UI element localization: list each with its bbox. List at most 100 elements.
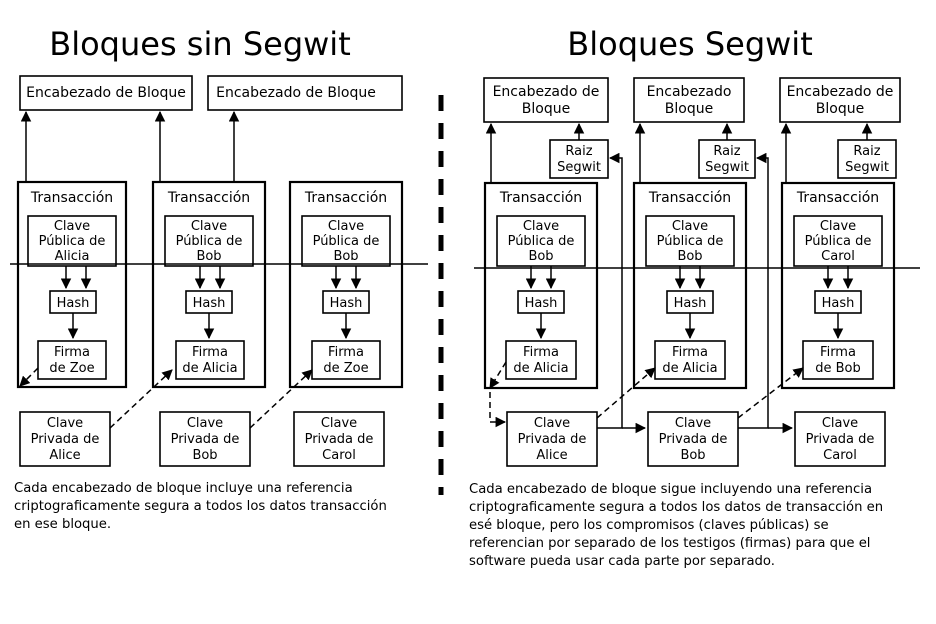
right-header-2: Encabezado Bloque: [633, 77, 745, 123]
svg-text:Pública de: Pública de: [176, 234, 243, 249]
svg-text:Pública de: Pública de: [657, 234, 724, 249]
svg-text:Carol: Carol: [322, 448, 356, 463]
svg-text:Carol: Carol: [823, 448, 857, 463]
right-caption-line-4: referencian por separado de los testigos…: [469, 536, 870, 551]
svg-text:Privada de: Privada de: [305, 432, 374, 447]
svg-text:de Alicia: de Alicia: [662, 361, 717, 376]
svg-text:Clave: Clave: [191, 219, 227, 234]
right-segwit-root-3: Raiz Segwit: [837, 139, 897, 179]
svg-text:de Zoe: de Zoe: [323, 361, 368, 376]
svg-text:Bob: Bob: [528, 249, 553, 264]
svg-text:Hash: Hash: [193, 296, 226, 311]
svg-text:Clave: Clave: [672, 219, 708, 234]
svg-text:Firma: Firma: [672, 345, 708, 360]
right-header-3: Encabezado de Bloque: [779, 77, 901, 123]
svg-text:Transacción: Transacción: [304, 190, 387, 206]
svg-text:Bob: Bob: [677, 249, 702, 264]
left-private-key-2: Clave Privada de Bob: [159, 411, 251, 467]
left-caption-line-1: Cada encabezado de bloque incluye una re…: [14, 481, 353, 496]
left-transaction-2: Transacción Clave Pública de Bob Hash Fi…: [151, 180, 267, 389]
right-transaction-1: Transacción Clave Pública de Bob Hash Fi…: [483, 181, 599, 390]
right-title: Bloques Segwit: [567, 25, 812, 63]
right-private-key-1: Clave Privada de Alice: [506, 411, 598, 467]
svg-text:Transacción: Transacción: [499, 190, 582, 206]
svg-text:Clave: Clave: [820, 219, 856, 234]
svg-text:Bloque: Bloque: [522, 101, 570, 117]
svg-text:Encabezado de: Encabezado de: [493, 84, 600, 100]
svg-text:Firma: Firma: [523, 345, 559, 360]
svg-text:Transacción: Transacción: [30, 190, 113, 206]
svg-text:Segwit: Segwit: [705, 160, 749, 175]
right-caption-line-1: Cada encabezado de bloque sigue incluyen…: [469, 482, 872, 497]
left-transaction-1: Transacción Clave Pública de Alicia Hash…: [16, 180, 128, 389]
svg-text:Clave: Clave: [187, 416, 223, 431]
right-private-key-3: Clave Privada de Carol: [794, 411, 886, 467]
right-segwit-root-2: Raiz Segwit: [698, 139, 756, 179]
svg-text:Carol: Carol: [821, 249, 855, 264]
svg-text:Hash: Hash: [525, 296, 558, 311]
right-transaction-2: Transacción Clave Pública de Bob Hash Fi…: [632, 181, 748, 390]
left-private-key-3: Clave Privada de Carol: [293, 411, 385, 467]
right-private-key-2: Clave Privada de Bob: [647, 411, 739, 467]
svg-text:Hash: Hash: [674, 296, 707, 311]
svg-text:Privada de: Privada de: [659, 432, 728, 447]
svg-text:Alicia: Alicia: [55, 249, 90, 264]
svg-text:Encabezado de: Encabezado de: [787, 84, 894, 100]
svg-text:Clave: Clave: [534, 416, 570, 431]
left-caption-line-3: en ese bloque.: [14, 517, 111, 532]
right-caption-line-3: esé bloque, pero los compromisos (claves…: [469, 517, 829, 533]
left-header-1: [19, 75, 193, 111]
svg-text:Bloque: Bloque: [816, 101, 864, 117]
svg-text:Privada de: Privada de: [31, 432, 100, 447]
svg-text:Alice: Alice: [536, 448, 567, 463]
svg-text:Firma: Firma: [192, 345, 228, 360]
svg-text:Clave: Clave: [523, 219, 559, 234]
svg-text:Raiz: Raiz: [853, 144, 880, 159]
svg-text:Transacción: Transacción: [167, 190, 250, 206]
svg-text:Bob: Bob: [333, 249, 358, 264]
right-caption-line-2: criptograficamente segura a todos los da…: [469, 499, 883, 515]
svg-text:Raiz: Raiz: [713, 144, 740, 159]
svg-text:Firma: Firma: [328, 345, 364, 360]
svg-text:Bob: Bob: [192, 448, 217, 463]
svg-text:Privada de: Privada de: [171, 432, 240, 447]
svg-text:Clave: Clave: [47, 416, 83, 431]
left-header-2-label: Encabezado de Bloque: [216, 85, 376, 101]
svg-text:Clave: Clave: [675, 416, 711, 431]
svg-text:Pública de: Pública de: [805, 234, 872, 249]
svg-text:de Alicia: de Alicia: [513, 361, 568, 376]
left-header-2: [207, 75, 403, 111]
left-title: Bloques sin Segwit: [49, 25, 350, 63]
svg-text:de Bob: de Bob: [815, 361, 861, 376]
svg-text:Privada de: Privada de: [806, 432, 875, 447]
svg-text:Segwit: Segwit: [845, 160, 889, 175]
svg-text:Bloque: Bloque: [665, 101, 713, 117]
svg-text:Clave: Clave: [822, 416, 858, 431]
left-private-key-1: Clave Privada de Alice: [19, 411, 111, 467]
right-caption-line-5: software pueda usar cada parte por separ…: [469, 554, 775, 569]
left-caption-line-2: criptograficamente segura a todos los da…: [14, 498, 387, 514]
svg-text:Pública de: Pública de: [39, 234, 106, 249]
right-header-1: Encabezado de Bloque: [483, 77, 609, 123]
svg-text:Clave: Clave: [54, 219, 90, 234]
svg-text:Firma: Firma: [820, 345, 856, 360]
svg-text:Pública de: Pública de: [508, 234, 575, 249]
svg-text:Firma: Firma: [54, 345, 90, 360]
svg-text:Bob: Bob: [196, 249, 221, 264]
svg-text:Privada de: Privada de: [518, 432, 587, 447]
left-header-1-label: Encabezado de Bloque: [26, 85, 186, 101]
svg-text:Hash: Hash: [330, 296, 363, 311]
svg-text:Transacción: Transacción: [796, 190, 879, 206]
svg-text:Segwit: Segwit: [557, 160, 601, 175]
svg-text:Clave: Clave: [321, 416, 357, 431]
svg-text:Bob: Bob: [680, 448, 705, 463]
svg-text:de Zoe: de Zoe: [49, 361, 94, 376]
svg-text:Hash: Hash: [822, 296, 855, 311]
svg-text:Pública de: Pública de: [313, 234, 380, 249]
svg-text:de Alicia: de Alicia: [182, 361, 237, 376]
svg-text:Hash: Hash: [57, 296, 90, 311]
svg-text:Alice: Alice: [49, 448, 80, 463]
svg-text:Clave: Clave: [328, 219, 364, 234]
svg-text:Raiz: Raiz: [565, 144, 592, 159]
